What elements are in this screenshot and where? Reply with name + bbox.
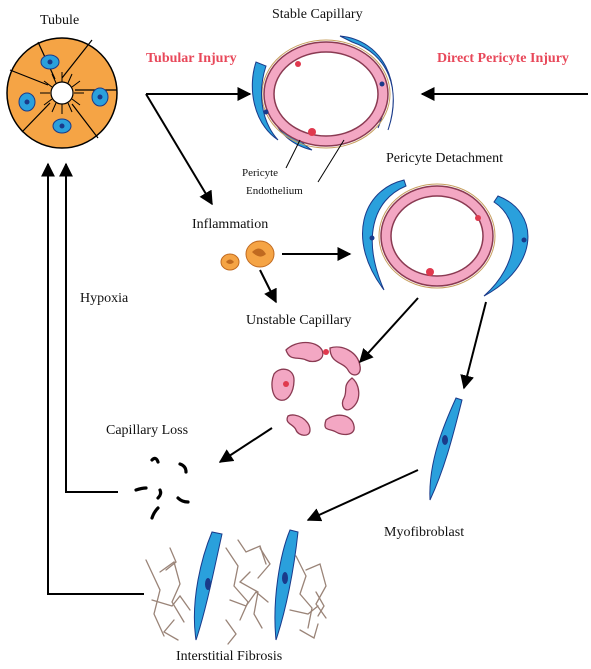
arrow-tubular-injury-to-inflammation (146, 94, 212, 204)
label-capillary-loss: Capillary Loss (106, 424, 188, 438)
arrow-capillary-loss-to-tubule (66, 164, 118, 492)
label-tubular-injury: Tubular Injury (146, 52, 237, 66)
arrow-inflammation-to-unstable (260, 270, 276, 302)
label-interstitial-fibrosis: Interstitial Fibrosis (176, 650, 282, 664)
stable-capillary-graphic (252, 36, 393, 150)
label-stable-capillary: Stable Capillary (272, 8, 363, 22)
label-direct-pericyte-injury: Direct Pericyte Injury (437, 52, 569, 66)
unstable-capillary-graphic (272, 343, 360, 436)
arrow-unstable-to-loss (220, 428, 272, 462)
flow-arrows (48, 94, 588, 594)
label-myofibroblast: Myofibroblast (384, 526, 464, 540)
arrow-fibrosis-to-tubule (48, 164, 144, 594)
label-endothelium: Endothelium (246, 186, 303, 197)
arrow-myofibroblast-to-fibrosis (308, 470, 418, 520)
label-unstable-capillary: Unstable Capillary (246, 314, 351, 328)
arrow-detachment-to-unstable (360, 298, 418, 362)
capillary-loss-fragments (136, 458, 188, 518)
label-hypoxia: Hypoxia (80, 292, 128, 306)
label-leader-lines (286, 140, 344, 182)
label-pericyte-detachment: Pericyte Detachment (386, 152, 503, 166)
label-pericyte: Pericyte (242, 168, 278, 179)
tubule-cross-section (7, 38, 117, 148)
inflammatory-cells (221, 241, 274, 270)
label-inflammation: Inflammation (192, 218, 268, 232)
label-tubule: Tubule (40, 14, 79, 28)
arrow-detachment-to-myofibroblast (464, 302, 486, 388)
pericyte-detachment-graphic (363, 180, 528, 296)
myofibroblast-graphic (430, 398, 462, 500)
interstitial-fibrosis-graphic (146, 530, 326, 644)
